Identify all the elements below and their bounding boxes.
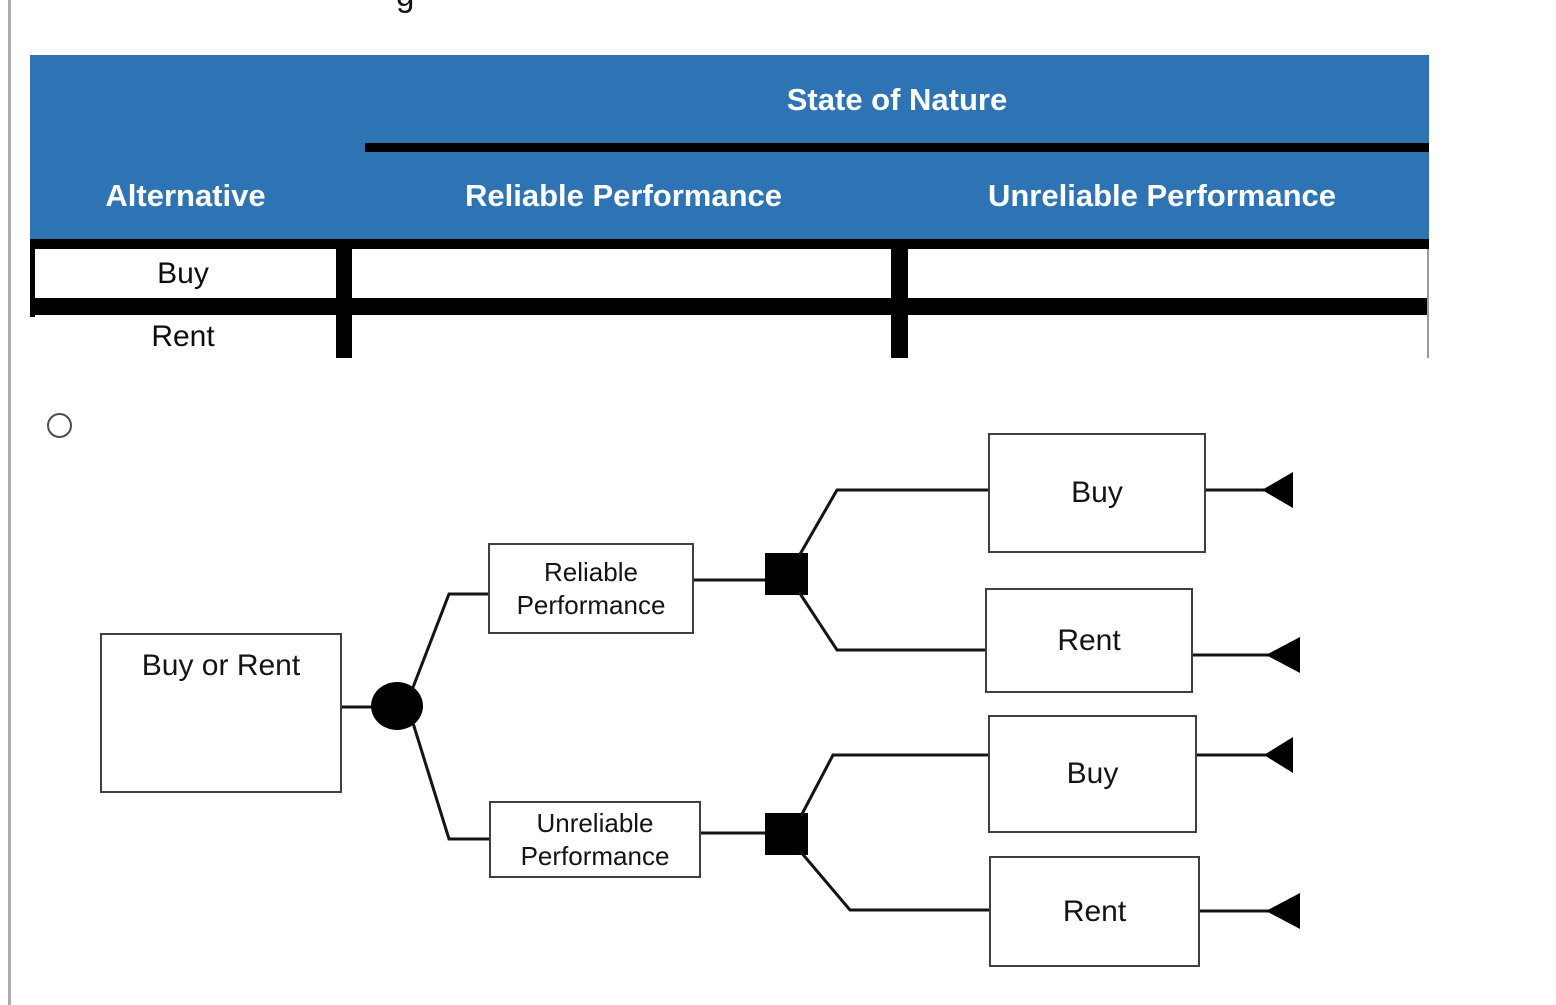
table-divider-vertical-2 bbox=[891, 239, 908, 358]
terminal-triangle-icon-top-rent bbox=[1266, 637, 1300, 673]
decision-node-square-bottom bbox=[765, 813, 808, 855]
column-header-unreliable: Unreliable Performance bbox=[987, 178, 1337, 213]
tree-decision-box-buy-top: Buy bbox=[988, 433, 1206, 553]
table-divider-vertical-1 bbox=[336, 239, 352, 358]
branch-unreliable-line bbox=[411, 722, 492, 841]
chance-node-circle bbox=[371, 682, 423, 730]
table-spanning-header: State of Nature bbox=[786, 82, 1008, 117]
table-left-edge bbox=[30, 239, 35, 317]
table-divider-horizontal-1 bbox=[30, 239, 1429, 249]
clipped-question-text: g bbox=[396, 0, 414, 11]
tree-chance-box-unreliable: Unreliable Performance bbox=[489, 801, 701, 878]
branch-top-rent-line bbox=[797, 591, 989, 652]
tree-decision-box-buy-bottom: Buy bbox=[988, 715, 1197, 833]
answer-radio-button[interactable] bbox=[47, 413, 72, 438]
terminal-triangle-icon-top-buy bbox=[1262, 472, 1293, 508]
table-divider-horizontal-2 bbox=[30, 298, 1429, 315]
terminal-triangle-icon-bottom-buy bbox=[1264, 737, 1293, 773]
branch-top-buy-line bbox=[797, 488, 992, 557]
column-header-reliable: Reliable Performance bbox=[464, 178, 783, 213]
panel-left-border bbox=[8, 0, 11, 1005]
tree-chance-box-reliable: Reliable Performance bbox=[488, 543, 694, 634]
tree-decision-box-rent-top: Rent bbox=[985, 588, 1193, 693]
table-row-label-buy: Buy bbox=[157, 256, 209, 290]
table-row-label-rent: Rent bbox=[151, 319, 215, 353]
tree-root-box: Buy or Rent bbox=[100, 633, 342, 793]
table-right-edge bbox=[1427, 249, 1429, 358]
column-header-alternative: Alternative bbox=[105, 178, 266, 213]
spanning-header-underline bbox=[365, 143, 1429, 152]
branch-bottom-buy-line bbox=[799, 753, 992, 817]
branch-bottom-rent-line bbox=[798, 850, 993, 912]
payoff-table: State of Nature Alternative Reliable Per… bbox=[30, 55, 1429, 358]
terminal-triangle-icon-bottom-rent bbox=[1266, 893, 1300, 929]
branch-reliable-line bbox=[410, 592, 492, 691]
tree-decision-box-rent-bottom: Rent bbox=[989, 856, 1200, 967]
decision-node-square-top bbox=[765, 553, 808, 595]
